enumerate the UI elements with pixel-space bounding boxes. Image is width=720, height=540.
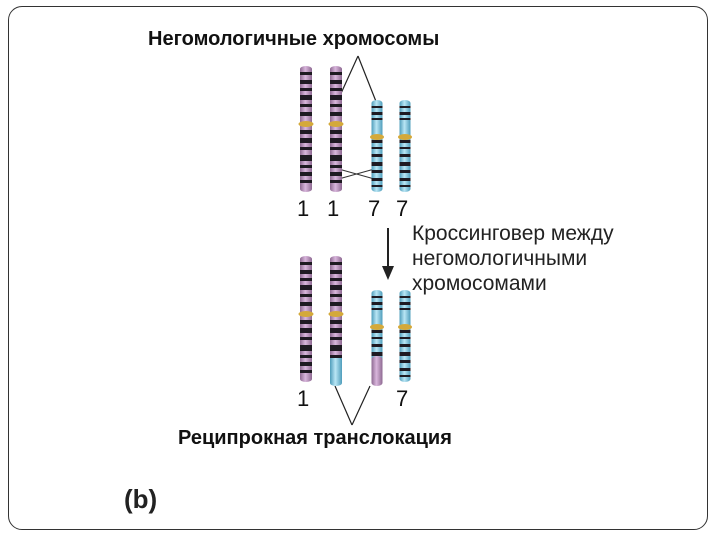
nonhomologous-chromosomes-title: Негомологичные хромосомы bbox=[148, 28, 440, 50]
chromosome-1-a bbox=[298, 66, 314, 192]
chromosome-7-a bbox=[370, 100, 384, 192]
crossover-caption-line-2: негомологичными bbox=[412, 247, 588, 270]
translocated-chromosome-7-normal bbox=[398, 290, 412, 382]
chromosome-number-7a: 7 bbox=[368, 196, 381, 221]
top-title-pointer-lines bbox=[337, 55, 378, 105]
pointer-line-to-chromosome-7 bbox=[357, 55, 378, 105]
crossover-caption-line-3: хромосомами bbox=[412, 272, 547, 295]
chromosome-number-7b: 7 bbox=[396, 196, 409, 221]
chromosome-number-1-bottom: 1 bbox=[297, 386, 310, 411]
chromosome-number-7-bottom: 7 bbox=[396, 386, 409, 411]
down-arrow bbox=[382, 228, 394, 280]
chromosome-number-1b: 1 bbox=[327, 196, 340, 221]
crossover-line-b bbox=[334, 167, 379, 181]
translocated-chromosome-1-normal bbox=[298, 256, 314, 382]
crossover-caption: Кроссинговер между негомологичными хромо… bbox=[412, 221, 614, 296]
slide-frame bbox=[8, 6, 708, 530]
chromosome-7-b bbox=[398, 100, 412, 192]
crossover-lines bbox=[334, 167, 379, 181]
pointer-line-from-chromosome-1 bbox=[334, 385, 353, 426]
chromosome-number-1a: 1 bbox=[297, 196, 310, 221]
panel-label: (b) bbox=[124, 484, 158, 514]
translocated-chromosome-1-derivative bbox=[328, 256, 344, 386]
reciprocal-translocation-title: Реципрокная транслокация bbox=[178, 427, 452, 449]
bottom-title-pointer-lines bbox=[334, 385, 371, 426]
pointer-line-from-chromosome-7 bbox=[351, 385, 371, 426]
translocated-chromosome-7-derivative bbox=[370, 290, 384, 386]
chromosome-1-b bbox=[328, 66, 344, 192]
crossover-caption-line-1: Кроссинговер между bbox=[412, 222, 614, 245]
